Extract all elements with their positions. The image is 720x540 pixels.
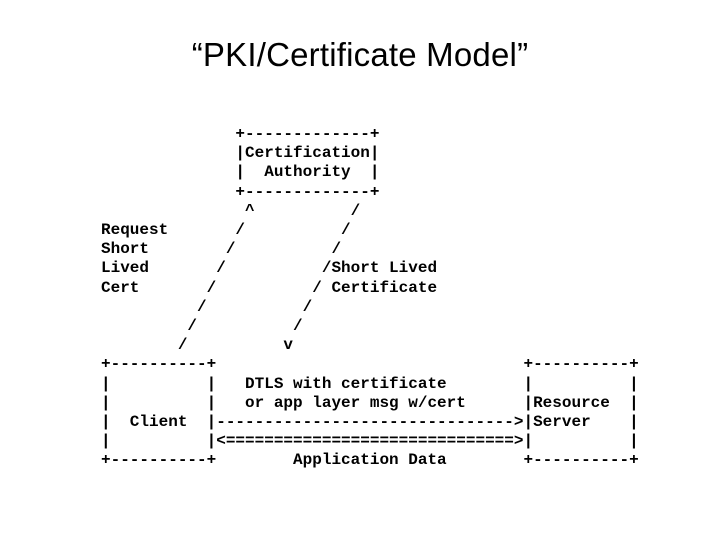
pki-certificate-model-diagram: +-------------+ |Certification| | Author… (101, 125, 639, 470)
page-title: “PKI/Certificate Model” (191, 36, 529, 73)
